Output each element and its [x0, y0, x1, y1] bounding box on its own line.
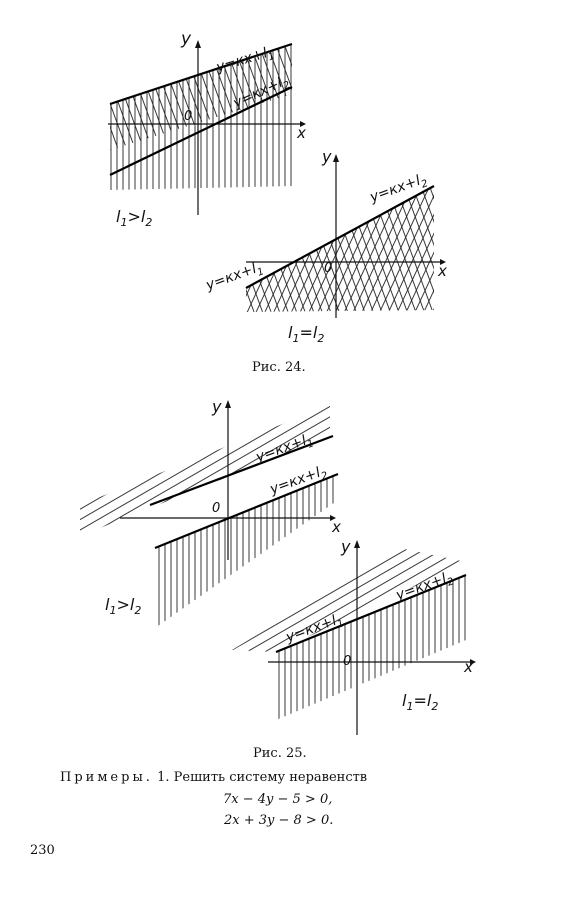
- fig24-right-x-label: x: [437, 262, 447, 280]
- fig24-right-graph: [245, 154, 446, 318]
- fig25-right-line: [275, 573, 467, 654]
- examples-number: 1.: [157, 770, 170, 785]
- fig25-left-line-l1: [149, 434, 334, 507]
- examples-heading: Примеры. 1. Решить систему неравенств: [60, 770, 367, 785]
- fig24-left-y-arrow: [195, 40, 201, 48]
- figure-25-caption: Рис. 25.: [253, 746, 307, 761]
- fig24-left-origin: 0: [184, 109, 192, 124]
- figure-24-caption: Рис. 24.: [252, 360, 306, 375]
- fig24-left-line-l1: [109, 42, 293, 106]
- fig24-left-x-label: x: [296, 124, 306, 142]
- fig24-left-y-label: y: [180, 29, 192, 49]
- examples-task: Решить систему неравенств: [173, 770, 368, 785]
- fig25-left-shade-above: [80, 405, 330, 536]
- fig25-left-condition: l1>l2: [105, 595, 141, 617]
- fig24-left-graph: [108, 40, 306, 215]
- fig25-right-origin: 0: [343, 654, 351, 669]
- inequality-1: 7x − 4y − 5 > 0,: [223, 792, 333, 807]
- fig25-left-y-arrow: [225, 400, 231, 408]
- fig24-left-line-l2: [109, 86, 293, 176]
- fig25-right-x-label: x: [463, 658, 473, 676]
- fig24-left-x-arrow: [300, 121, 306, 127]
- fig25-left-x-label: x: [331, 518, 341, 536]
- fig25-right-shade-below: [276, 575, 466, 720]
- fig25-right-condition: l1=l2: [402, 691, 438, 713]
- fig24-right-origin: 0: [324, 261, 332, 276]
- fig25-right-y-arrow: [354, 540, 360, 548]
- fig24-right-x-arrow: [440, 259, 446, 265]
- fig24-left-condition: l1>l2: [116, 207, 152, 229]
- fig25-left-y-label: y: [211, 397, 222, 416]
- fig24-right-y-arrow: [333, 154, 339, 162]
- examples-lead: Примеры.: [60, 770, 153, 785]
- fig25-left-x-arrow: [330, 515, 336, 521]
- fig24-right-shade-cross: [246, 186, 434, 312]
- fig25-left-shade-below: [155, 474, 338, 628]
- fig24-right-condition: l1=l2: [288, 323, 324, 345]
- fig24-left-shade-lower: [110, 44, 292, 190]
- fig25-right-shade-above: [232, 548, 466, 652]
- fig25-left-origin: 0: [212, 501, 220, 516]
- fig25-left-graph: [80, 400, 339, 628]
- fig25-left-line-l2: [154, 472, 339, 550]
- page-number: 230: [30, 843, 55, 858]
- fig24-right-y-label: y: [321, 147, 332, 166]
- fig25-right-x-arrow: [470, 659, 476, 665]
- fig24-right-line: [245, 185, 435, 289]
- fig25-right-y-label: y: [340, 537, 351, 556]
- fig25-right-graph: [232, 540, 476, 735]
- inequality-2: 2x + 3y − 8 > 0.: [224, 813, 334, 828]
